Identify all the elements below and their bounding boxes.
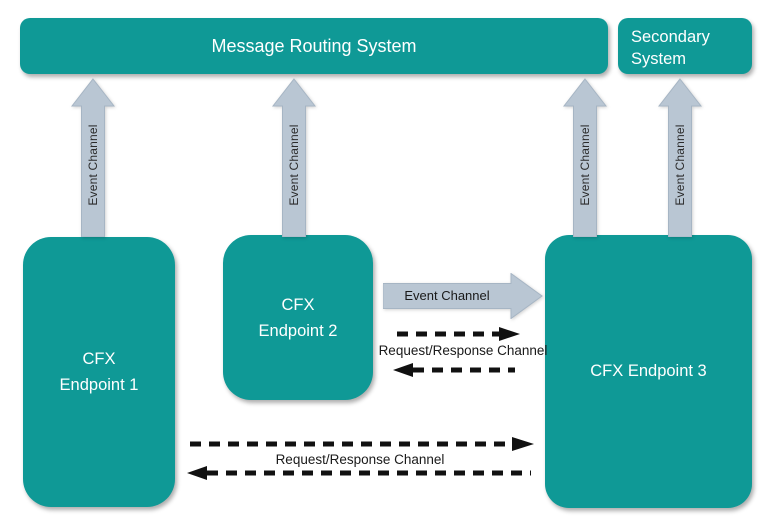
secondary-system-label: Secondary System — [631, 28, 710, 68]
message-routing-system-box: Message Routing System — [20, 18, 608, 74]
event-channel-label: Event Channel — [287, 124, 301, 207]
secondary-system-box: Secondary System — [618, 18, 752, 74]
event-channel-arrow-endpoint1: Event Channel — [71, 78, 115, 237]
cfx-endpoint-2-label-line2: Endpoint 2 — [258, 321, 338, 340]
event-channel-horizontal-label: Event Channel — [404, 288, 490, 303]
up-arrow-icon — [563, 78, 607, 237]
cfx-endpoint-3-box: CFX Endpoint 3 — [545, 235, 752, 508]
event-channel-arrow-endpoint3-routing: Event Channel — [563, 78, 607, 237]
dashed-arrow-right-icon — [397, 327, 520, 341]
up-arrow-icon — [658, 78, 702, 237]
dashed-arrow-left-icon — [187, 466, 531, 480]
event-channel-arrow-endpoint2: Event Channel — [272, 78, 316, 237]
cfx-endpoint-2-label-line1: CFX — [281, 295, 315, 314]
event-channel-label: Event Channel — [673, 124, 687, 207]
message-routing-system-label: Message Routing System — [211, 35, 417, 56]
event-channel-arrow-endpoint3-secondary: Event Channel — [658, 78, 702, 237]
request-response-channel-label-bottom: Request/Response Channel — [275, 452, 445, 467]
event-channel-label: Event Channel — [86, 124, 100, 207]
right-arrow-icon — [383, 273, 543, 319]
up-arrow-icon — [272, 78, 316, 237]
cfx-endpoint-3-label: CFX Endpoint 3 — [590, 362, 707, 380]
request-response-channel-label-mid: Request/Response Channel — [378, 343, 548, 358]
up-arrow-icon — [71, 78, 115, 237]
cfx-endpoint-1-label-line1: CFX — [82, 350, 116, 368]
cfx-endpoint-1-box: CFX Endpoint 1 — [23, 237, 175, 507]
event-channel-label: Event Channel — [578, 124, 592, 207]
cfx-endpoint-2-box: CFX Endpoint 2 — [223, 235, 373, 400]
event-channel-arrow-horizontal — [383, 273, 543, 319]
cfx-endpoint-1-label-line2: Endpoint 1 — [59, 376, 139, 394]
dashed-arrow-right-icon — [190, 437, 534, 451]
dashed-arrow-left-icon — [393, 363, 515, 377]
